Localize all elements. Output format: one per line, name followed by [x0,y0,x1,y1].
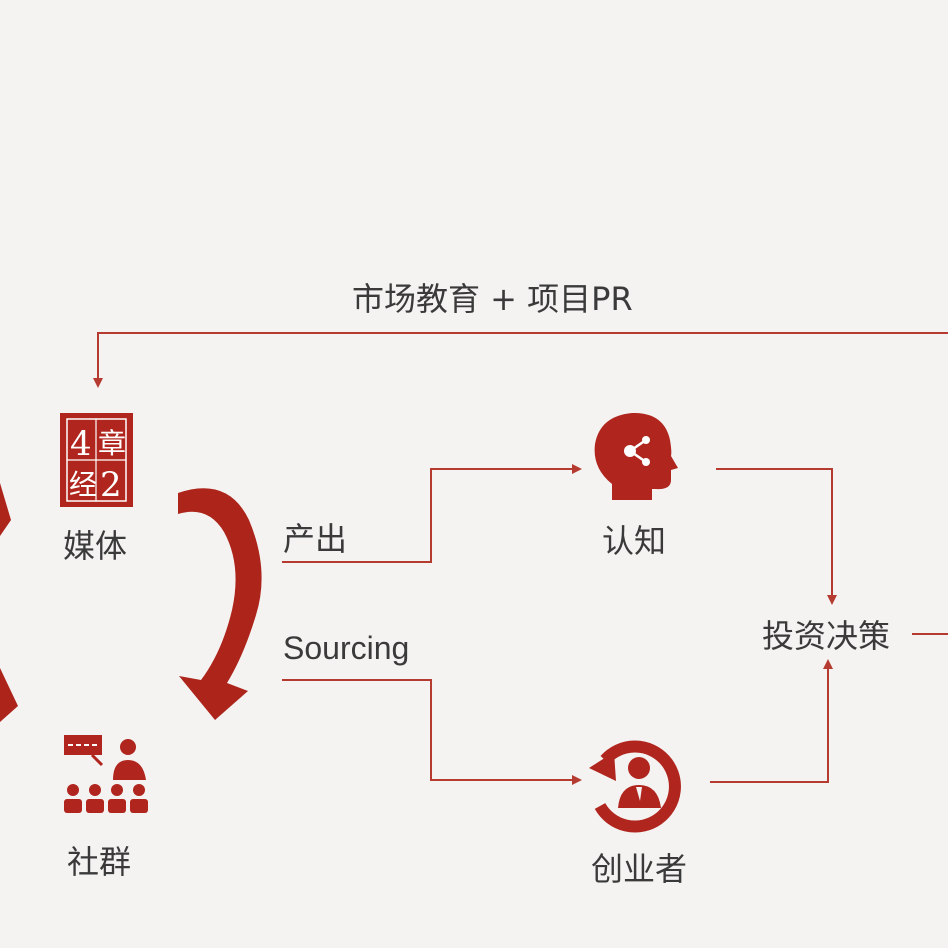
seal-logo-icon: 4 章 经 2 [60,413,133,507]
investment-decision-label: 投资决策 [762,617,891,655]
cognition-label: 认知 [602,522,667,560]
svg-text:4: 4 [70,424,92,464]
feedback-label: 市场教育 + 项目PR [352,280,633,318]
media-label: 媒体 [63,527,128,565]
audience-presentation-icon [64,735,148,813]
sourcing-connector [282,679,582,785]
feedback-connector [93,332,948,388]
svg-text:2: 2 [100,465,122,505]
svg-text:经: 经 [69,468,97,501]
entrepreneur-label: 创业者 [591,850,688,888]
entrepreneur-to-decision-connector [710,659,833,783]
output-connector [282,464,582,563]
sourcing-label: Sourcing [283,630,410,666]
cycle-arrow-left [0,483,18,722]
person-refresh-icon [589,740,681,833]
cycle-arrow-right [178,488,262,720]
svg-text:章: 章 [98,427,126,460]
output-label: 产出 [283,520,348,558]
cognition-to-decision-connector [716,468,837,605]
head-network-icon [594,412,678,500]
community-label: 社群 [67,843,132,881]
